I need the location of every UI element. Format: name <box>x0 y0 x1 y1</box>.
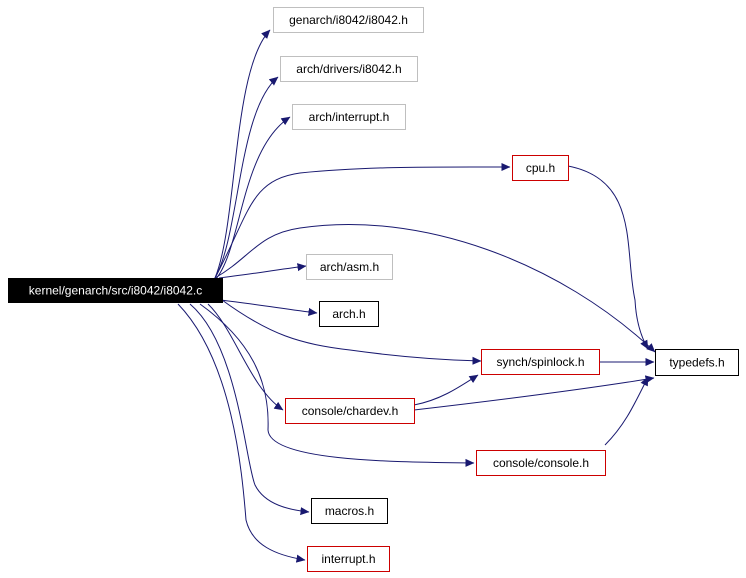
edge-chardev-to-spinlock <box>413 374 479 406</box>
node-macros[interactable]: macros.h <box>311 498 388 524</box>
node-box <box>311 498 388 524</box>
node-root[interactable]: kernel/genarch/src/i8042/i8042.c <box>8 278 223 303</box>
edge-chardev-to-typedefs <box>413 375 655 411</box>
node-box <box>476 450 606 476</box>
node-typedefs[interactable]: typedefs.h <box>655 349 739 376</box>
node-box <box>481 349 600 375</box>
node-label: console/chardev.h <box>302 404 399 418</box>
edges <box>177 29 656 563</box>
edge-root-to-spinlock <box>221 299 482 365</box>
node-box <box>307 546 390 572</box>
edge-root-to-cpu <box>214 162 511 279</box>
node-interrupt_arch[interactable]: arch/interrupt.h <box>292 104 406 130</box>
edge-cpu-to-typedefs <box>567 165 649 350</box>
edge-root-to-arch <box>219 299 318 316</box>
node-box <box>306 254 393 280</box>
node-chardev[interactable]: console/chardev.h <box>285 398 415 424</box>
node-arch[interactable]: arch.h <box>319 301 379 327</box>
node-box <box>8 278 223 303</box>
node-drivers[interactable]: arch/drivers/i8042.h <box>280 56 418 82</box>
node-label: cpu.h <box>526 161 555 175</box>
node-label: console/console.h <box>493 456 589 470</box>
edge-root-to-interrupt <box>177 303 306 563</box>
edge-root-to-typedefs <box>214 223 656 353</box>
node-box <box>512 155 569 181</box>
node-box <box>655 349 739 376</box>
node-label: arch/drivers/i8042.h <box>296 62 401 76</box>
node-box <box>319 301 379 327</box>
node-genarch[interactable]: genarch/i8042/i8042.h <box>273 7 424 33</box>
node-box <box>285 398 415 424</box>
edge-root-to-asm <box>218 263 307 279</box>
node-console[interactable]: console/console.h <box>476 450 606 476</box>
node-label: arch/asm.h <box>320 260 379 274</box>
edge-root-to-chardev <box>207 303 284 411</box>
edge-root-to-genarch <box>214 29 271 279</box>
node-interrupt[interactable]: interrupt.h <box>307 546 390 572</box>
edge-root-to-console <box>199 303 475 467</box>
node-box <box>292 104 406 130</box>
node-label: macros.h <box>325 504 374 518</box>
edge-root-to-interrupt_arch <box>214 116 291 281</box>
node-asm[interactable]: arch/asm.h <box>306 254 393 280</box>
node-label: arch/interrupt.h <box>309 110 390 124</box>
node-label: genarch/i8042/i8042.h <box>289 13 408 27</box>
node-label: interrupt.h <box>321 552 375 566</box>
edge-root-to-drivers <box>214 76 279 279</box>
node-cpu[interactable]: cpu.h <box>512 155 569 181</box>
node-label: arch.h <box>332 307 365 321</box>
node-box <box>273 7 424 33</box>
node-label: synch/spinlock.h <box>496 355 584 369</box>
nodes: kernel/genarch/src/i8042/i8042.c genarch/… <box>8 7 739 572</box>
edge-root-to-macros <box>189 303 310 516</box>
edge-console-to-typedefs <box>604 376 649 446</box>
node-spinlock[interactable]: synch/spinlock.h <box>481 349 600 375</box>
node-box <box>280 56 418 82</box>
node-label: kernel/genarch/src/i8042/i8042.c <box>29 284 202 298</box>
node-label: typedefs.h <box>669 356 724 370</box>
